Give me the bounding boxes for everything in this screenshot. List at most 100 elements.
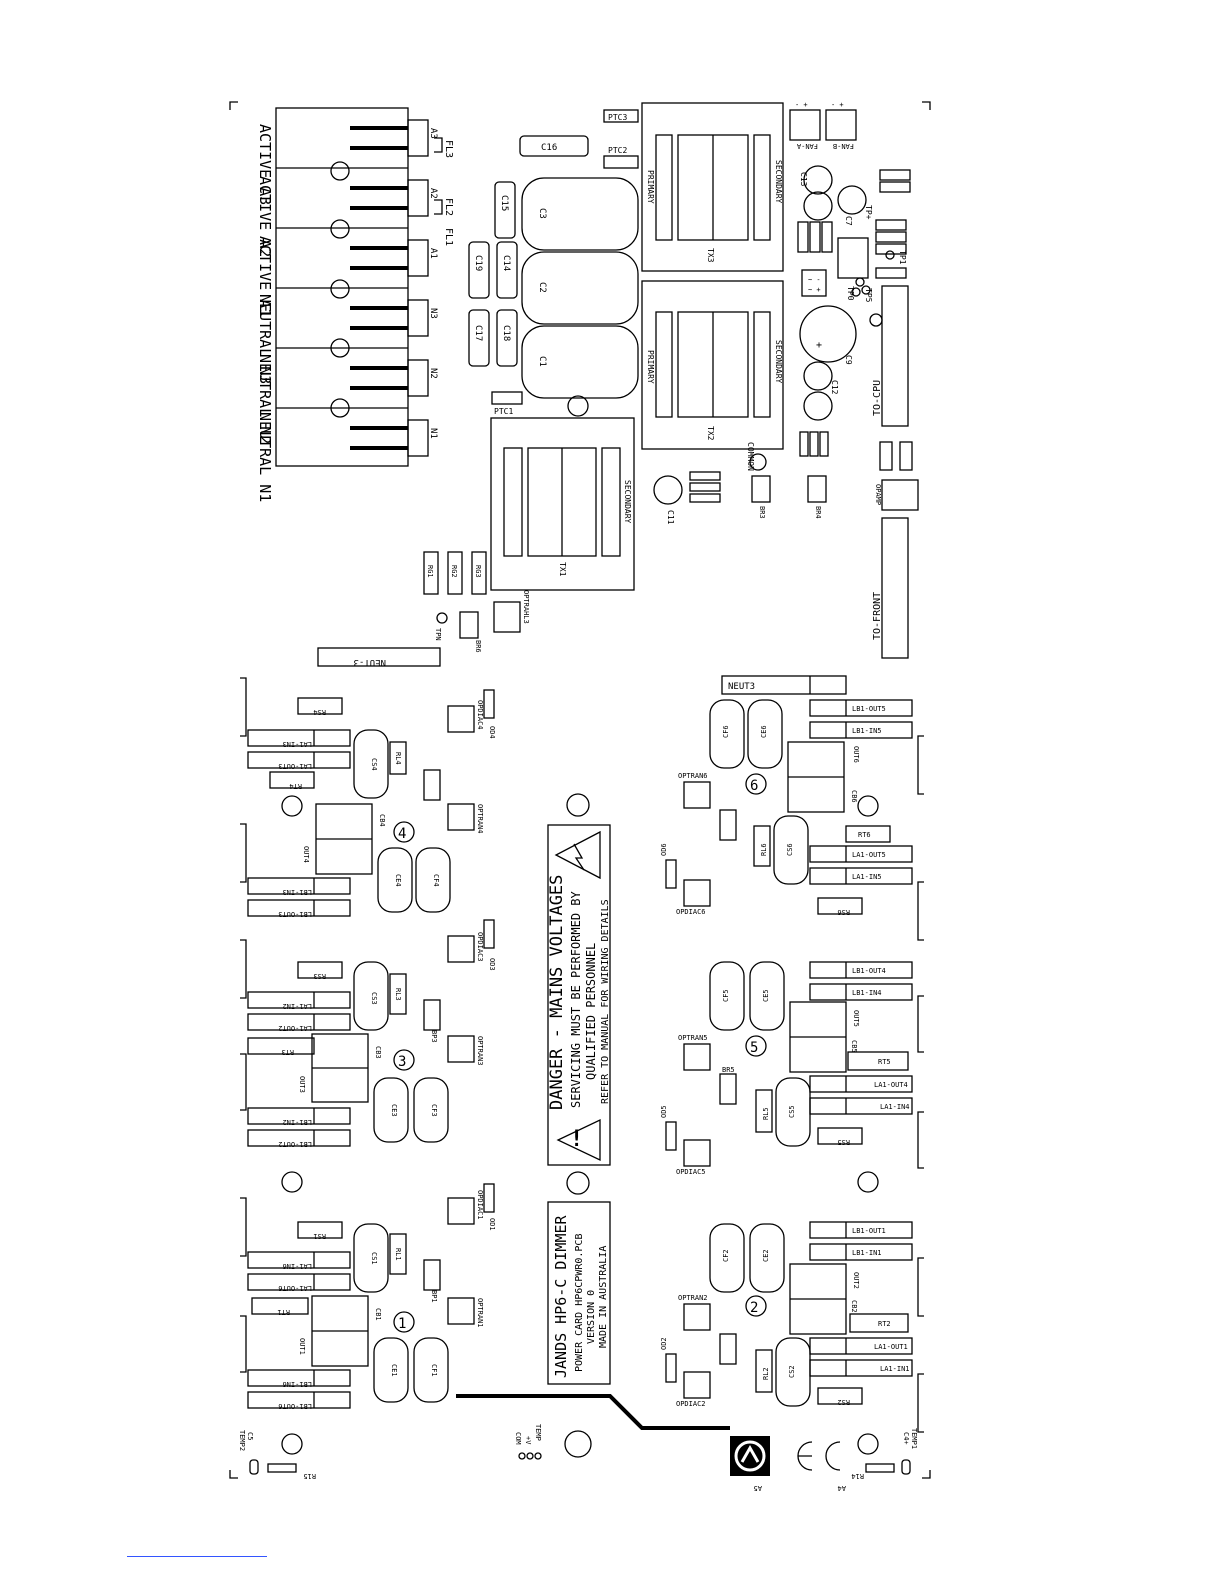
- cap-label: C11: [666, 510, 675, 525]
- rg-label: RG1: [426, 565, 434, 578]
- la-in-label: LA1-IN2: [282, 1002, 312, 1010]
- lb-in-label: LB1-IN4: [852, 989, 882, 997]
- logo-label: A5: [754, 1484, 762, 1492]
- channel-number: 3: [398, 1054, 406, 1070]
- optran-label: OPTRAN2: [678, 1294, 708, 1302]
- od-label: OD1: [488, 1218, 496, 1231]
- fuse-label: FL3: [443, 140, 454, 158]
- ptc-label: PTC1: [494, 407, 513, 416]
- lb-out-label: LB1-OUT2: [278, 1140, 312, 1148]
- winding-label: SECONDARY: [774, 340, 783, 384]
- lb-in-label: LB1-IN6: [282, 1380, 312, 1388]
- temp-label: C4+: [902, 1432, 910, 1445]
- isolation-line: [456, 1394, 730, 1430]
- fuse-label: FL2: [443, 198, 454, 216]
- lb-in-label: LB1-IN5: [852, 727, 882, 735]
- channel-number: 2: [750, 1300, 758, 1316]
- cb-label: CB1: [374, 1308, 382, 1321]
- cs-label: CS4: [370, 758, 378, 771]
- title-line: MADE IN AUSTRALIA: [598, 1246, 609, 1348]
- cf-label: CF6: [722, 725, 730, 738]
- opdiac-label: OPDIAC6: [676, 908, 706, 916]
- mains-pin-label: A2: [428, 188, 438, 199]
- cs-label: CS5: [788, 1105, 796, 1118]
- rs-label: RS6: [837, 908, 850, 916]
- warning-line: SERVICING MUST BE PERFORMED BY: [569, 890, 583, 1108]
- mains-label: ACTIVE A1: [256, 236, 274, 317]
- cap-label: C2: [537, 282, 547, 293]
- title-line: POWER CARD HP6CPWR0.PCB: [574, 1234, 585, 1372]
- cb-label: CB4: [378, 814, 386, 827]
- la-out-label: LA1-OUT3: [278, 762, 312, 770]
- rs-label: RS5: [837, 1138, 850, 1146]
- la-in-label: LA1-IN1: [880, 1365, 910, 1373]
- power-capacitors: C16 C15 C19 C14 C17 C18 C3 C2 C1 PTC3 PT…: [468, 109, 639, 417]
- warning-line: DANGER - MAINS VOLTAGES: [547, 875, 567, 1110]
- od-label: OD5: [660, 1105, 668, 1118]
- mains-label: NEUTRAL N1: [256, 412, 274, 502]
- lb-in-label: LB1-IN2: [282, 1118, 312, 1126]
- conn-label: COM: [514, 1432, 522, 1445]
- winding-label: SECONDARY: [774, 160, 783, 204]
- lb-in-label: LB1-IN1: [852, 1249, 882, 1257]
- neut-label: NEUT3: [728, 682, 755, 692]
- rs-label: RS4: [313, 708, 326, 716]
- cap-label: C3: [537, 208, 547, 219]
- lb-out-label: LB1-OUT1: [852, 1227, 886, 1235]
- rs-label: RS1: [313, 1232, 326, 1240]
- optran-label: OPTRAN6: [678, 772, 708, 780]
- tp-label: TPN: [434, 628, 442, 641]
- connector-label: TO-CPU: [872, 380, 883, 416]
- logic-supply-area: C13 C7 ~ -~ + TP+ TP1 TP5 TP0 + C9 C12 T…: [653, 165, 919, 659]
- cap-label: C19: [473, 255, 483, 271]
- cap-label: C16: [541, 143, 557, 153]
- cf-label: CF3: [430, 1104, 438, 1117]
- cs-label: CS3: [370, 992, 378, 1005]
- opto-label: OPAMP: [874, 484, 882, 505]
- ce-label: CE4: [394, 874, 402, 887]
- svg-text:!: !: [570, 1127, 583, 1152]
- bp-label: BP1: [430, 1290, 438, 1303]
- rt-label: RT2: [878, 1320, 891, 1328]
- cap-label: C9: [844, 355, 853, 365]
- channel-left-1: RS1 LA1-IN6 LA1-OUT6 RT1 CS1 RL1 BP1 OUT…: [240, 1183, 496, 1410]
- cf-label: CF5: [722, 989, 730, 1002]
- cs-label: CS2: [788, 1365, 796, 1378]
- opdiac-label: OPDIAC5: [676, 1168, 706, 1176]
- channel-number: 6: [750, 778, 758, 794]
- rl-label: RL6: [760, 843, 768, 856]
- cf-label: CF2: [722, 1249, 730, 1262]
- cap-label: C1: [537, 356, 547, 367]
- winding-label: PRIMARY: [646, 350, 655, 384]
- cap-label: C14: [501, 255, 511, 271]
- bp-label: BP3: [430, 1030, 438, 1043]
- channel-left-4: RS4 LA1-IN3 LA1-OUT3 RT4 CS4 RL4 OUT4 CB…: [240, 677, 496, 918]
- channel-left-3: RS3 LA1-IN2 LA1-OUT2 RT3 CS3 RL3 BP3 OUT…: [240, 919, 496, 1148]
- tp-label: TP0: [846, 286, 855, 301]
- transformer-label: TX2: [706, 426, 715, 441]
- transformer-tx1: SECONDARY TX1: [490, 417, 635, 591]
- mains-label: ACTIVE A2: [256, 176, 274, 257]
- res-label: R14: [851, 1472, 864, 1480]
- cb-label: CB5: [850, 1040, 858, 1053]
- out-label: OUT6: [852, 746, 860, 763]
- svg-text:~ -: ~ -: [808, 276, 821, 284]
- mains-pin-label: A1: [428, 248, 438, 259]
- fan-label: FAN-B: [833, 142, 854, 150]
- lb-out-label: LB1-OUT5: [852, 705, 886, 713]
- svg-text:~ +: ~ +: [808, 286, 821, 294]
- rg-label: RG2: [450, 565, 458, 578]
- conn-label: TEMP: [534, 1424, 542, 1441]
- title-block: JANDS HP6-C DIMMER POWER CARD HP6CPWR0.P…: [547, 1201, 611, 1385]
- out-label: OUT4: [302, 846, 310, 863]
- fuse-label: FL1: [443, 228, 454, 246]
- tp-label: TP+: [864, 205, 873, 220]
- cap-label: C18: [501, 325, 511, 341]
- mains-pin-label: A3: [428, 128, 438, 139]
- transformer-tx2: PRIMARY SECONDARY TX2: [641, 280, 784, 450]
- winding-label: PRIMARY: [646, 170, 655, 204]
- od-label: OD4: [488, 726, 496, 739]
- channel-number: 5: [750, 1040, 758, 1056]
- fan-connectors: - +- + FAN-A FAN-B: [789, 101, 857, 150]
- la-out-label: LA1-OUT6: [278, 1284, 312, 1292]
